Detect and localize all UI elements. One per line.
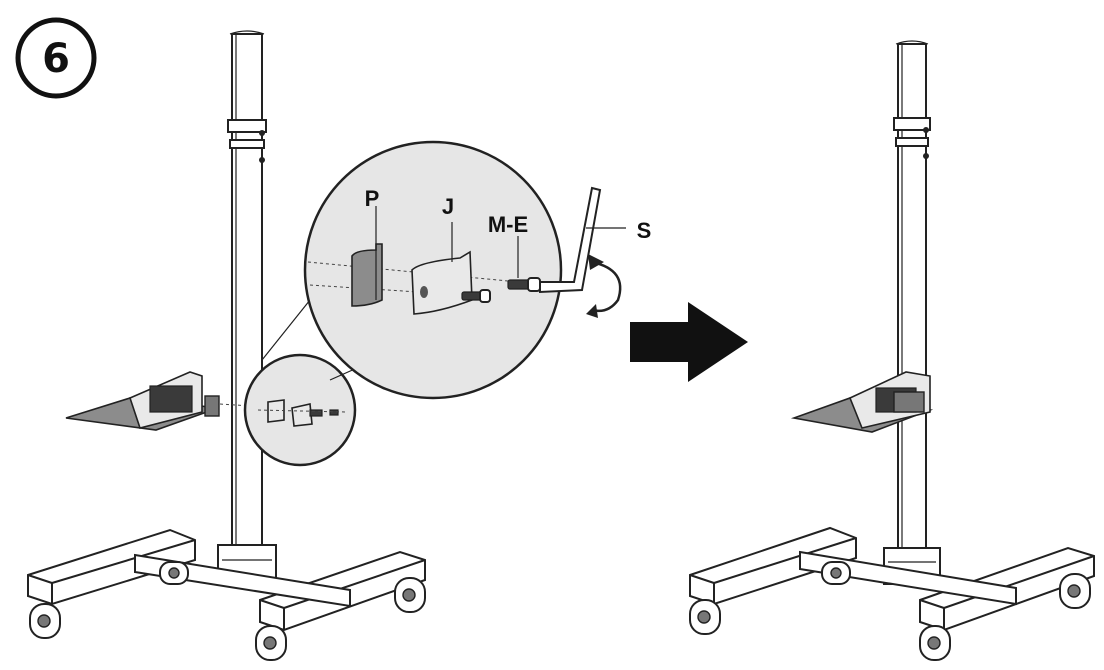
small-detail-callout xyxy=(243,353,357,467)
caster-wheel xyxy=(394,577,426,613)
caster-wheel xyxy=(255,625,287,661)
left-shelf-assembly xyxy=(65,371,346,431)
right-stand xyxy=(689,40,1095,661)
left-base-rail-left xyxy=(27,528,196,606)
large-detail-callout: P J M-E xyxy=(303,140,563,400)
label-p: P xyxy=(365,186,380,211)
label-j: J xyxy=(442,194,454,219)
right-arrow-icon xyxy=(630,302,748,382)
right-pole xyxy=(893,40,931,549)
right-base-crossbar xyxy=(799,550,1017,606)
left-stand xyxy=(27,30,426,661)
right-base-rail-left xyxy=(689,526,857,606)
caster-wheel xyxy=(159,561,189,585)
caster-wheel xyxy=(821,561,851,585)
caster-wheel xyxy=(689,599,721,635)
hex-key-s xyxy=(539,186,626,294)
small-part-j xyxy=(291,403,313,427)
right-shelf-assembly xyxy=(790,371,934,433)
caster-wheel xyxy=(29,603,61,639)
label-s: S xyxy=(637,218,652,243)
caster-wheel xyxy=(919,625,951,661)
part-j xyxy=(411,222,473,315)
bolt xyxy=(461,289,491,303)
caster-wheel xyxy=(1059,573,1091,609)
left-base-crossbar xyxy=(134,553,351,608)
rotate-clockwise-icon xyxy=(586,254,622,318)
part-p xyxy=(351,206,383,307)
small-part-p xyxy=(267,399,285,423)
right-caster-wheels xyxy=(689,561,1091,661)
step-badge: 6 xyxy=(15,17,97,99)
step-number: 6 xyxy=(42,36,70,82)
small-screw xyxy=(309,409,323,417)
left-caster-wheels xyxy=(29,561,426,661)
pole-clamp xyxy=(893,391,925,413)
screw-m-e xyxy=(507,236,541,292)
bracket-clip xyxy=(204,395,220,417)
small-screw xyxy=(329,409,339,416)
left-pole xyxy=(227,30,267,546)
shelf-bracket xyxy=(149,385,193,413)
label-m-e: M-E xyxy=(488,212,528,237)
